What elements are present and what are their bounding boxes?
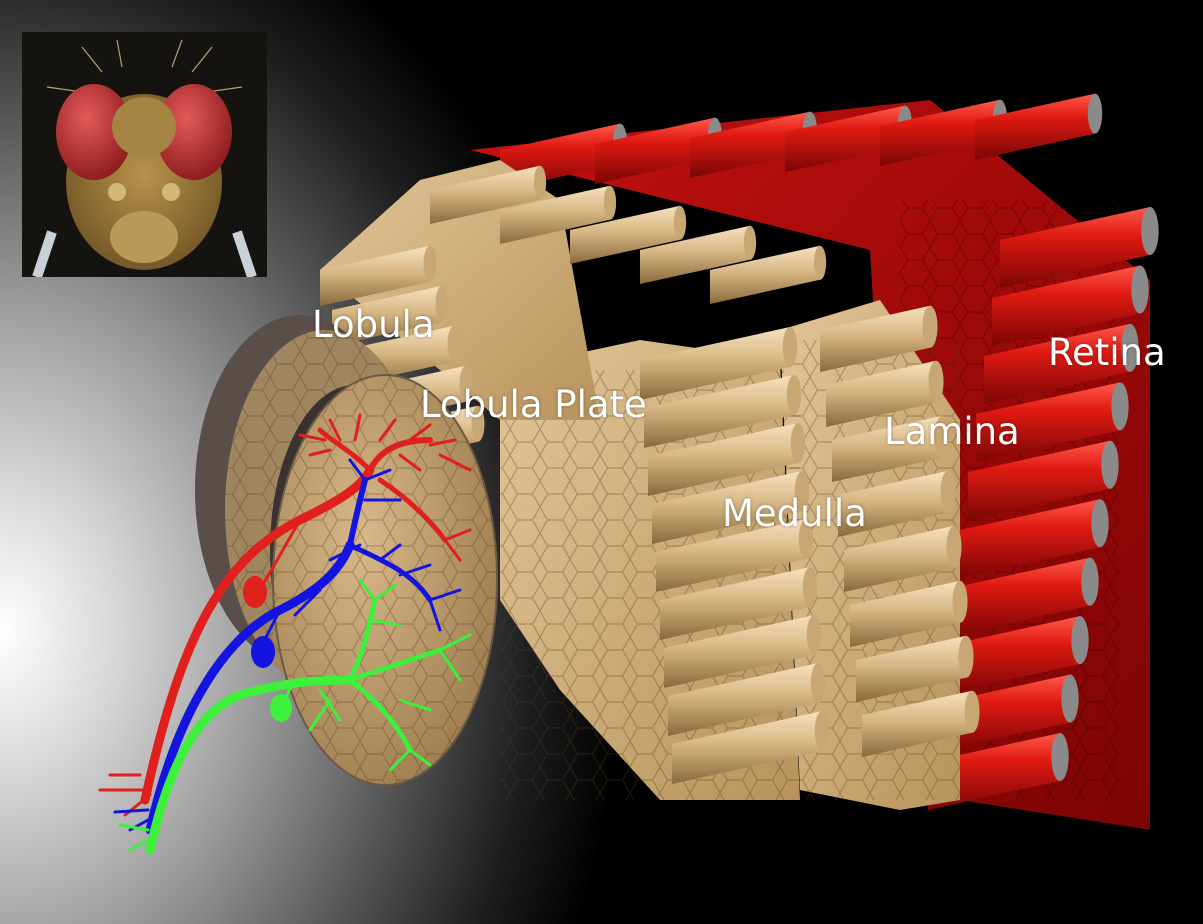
- fly-head-inset: [22, 32, 267, 277]
- medulla-label: Medulla: [722, 495, 867, 532]
- lobula-label: Lobula: [312, 306, 435, 343]
- retina-label: Retina: [1048, 334, 1166, 371]
- fly-head-micrograph-icon: [22, 32, 267, 277]
- lobula-plate-label: Lobula Plate: [420, 386, 647, 423]
- lamina-label: Lamina: [884, 413, 1020, 450]
